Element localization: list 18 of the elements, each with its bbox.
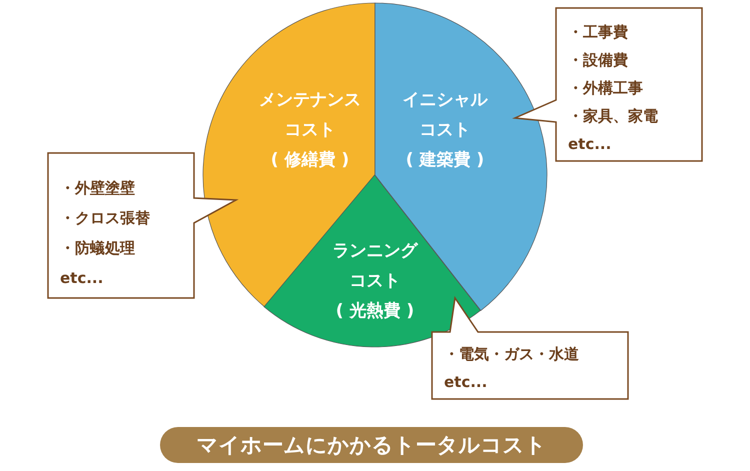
callout-text: etc...: [444, 372, 488, 393]
slice-label: イニシャルコスト: [402, 89, 489, 142]
slice-sublabel: ( 建築費 ): [404, 149, 486, 172]
callout-text: etc...: [568, 134, 612, 155]
callout-text: ・外壁塗壁: [60, 178, 135, 199]
slice-sublabel: ( 光熱費 ): [334, 300, 416, 323]
callout-text: ・設備費: [568, 50, 628, 71]
callout-text: ・家具、家電: [568, 106, 658, 127]
callout-text: ・クロス張替: [60, 208, 150, 229]
slice-label: ランニングコスト: [331, 240, 420, 293]
callout-text: ・電気・ガス・水道: [444, 344, 579, 365]
slice-sublabel: ( 修繕費 ): [270, 149, 350, 172]
title-banner: マイホームにかかるトータルコスト: [160, 427, 583, 463]
slice-label: メンテナンスコスト: [258, 89, 362, 142]
callout-text: etc...: [60, 268, 104, 289]
callout-text: ・防蟻処理: [60, 238, 135, 259]
callout-text: ・外構工事: [568, 78, 643, 99]
callout-text: ・工事費: [568, 22, 628, 43]
